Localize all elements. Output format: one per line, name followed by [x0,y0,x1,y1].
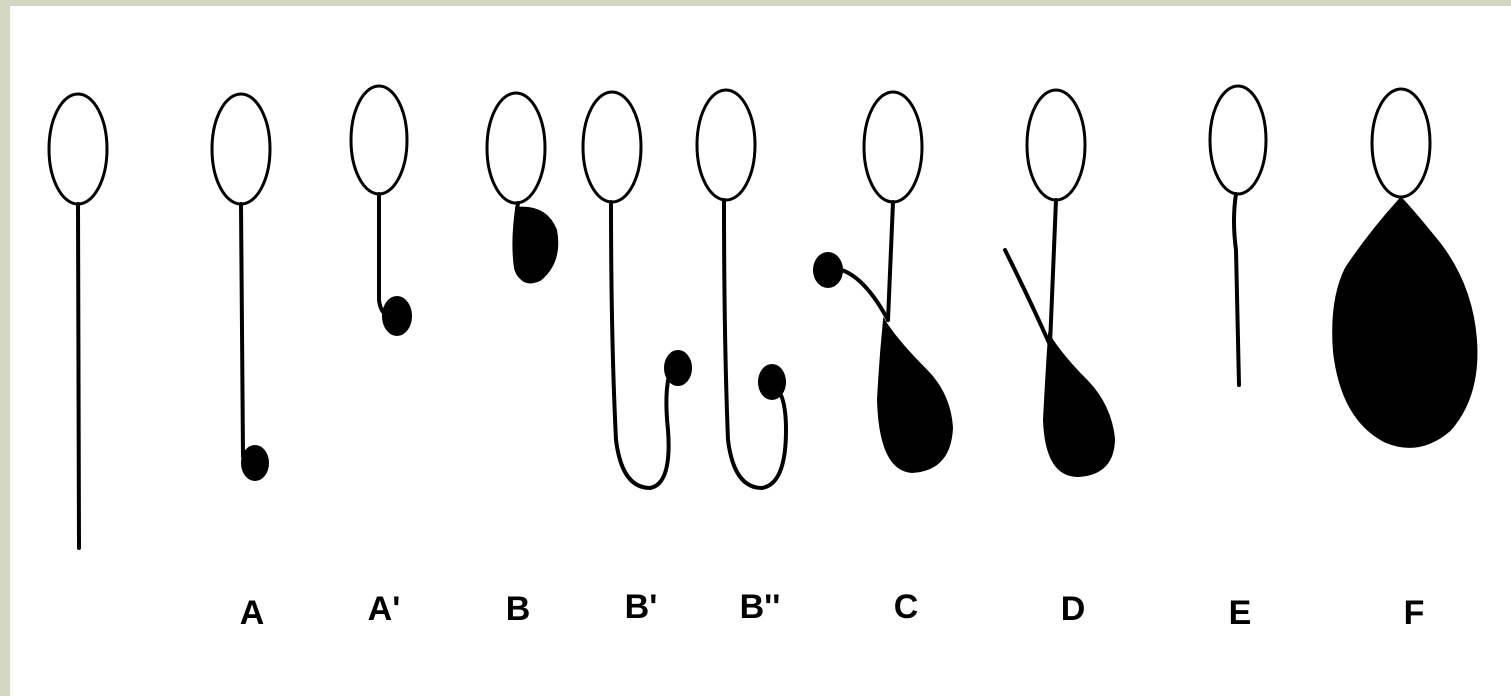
cytoplasmic-droplet [1044,335,1114,476]
cytoplasmic-droplet [878,320,952,472]
figure-normal [49,94,107,548]
label-d: D [1061,590,1086,628]
sperm-head [212,94,270,204]
cytoplasmic-droplet [242,446,268,480]
tail-end-droplet [814,253,842,287]
sperm-head [864,92,922,202]
sperm-head [49,94,107,204]
sperm-head [1027,90,1085,200]
figure-d [1005,90,1114,476]
sperm-tail [888,202,893,320]
label-e: E [1229,594,1252,632]
figure-b [487,93,557,282]
figure-e [1210,86,1266,385]
label-c: C [894,588,919,626]
sperm-head [1372,89,1430,197]
label-b-prime: B' [625,588,658,626]
sperm-tail [1234,194,1239,385]
sperm-tail [1050,200,1056,345]
sperm-tail [724,200,786,488]
sperm-head [1210,86,1266,194]
sperm-head [697,90,755,200]
cytoplasmic-droplet [665,351,691,385]
label-f: F [1404,594,1425,632]
label-b: B [506,590,531,628]
figure-c [814,92,952,472]
coiled-tail-droplet [516,208,557,283]
sperm-head [351,86,407,194]
large-cytoplasmic-mass [1333,198,1476,447]
label-b-double-prime: B'' [740,588,781,626]
sperm-head [487,93,545,203]
figure-f [1333,89,1476,447]
cytoplasmic-droplet [759,365,785,399]
figure-b-double-prime [697,90,786,488]
label-a: A [240,594,265,632]
sperm-tail [611,202,670,488]
sperm-tail [241,204,255,468]
label-a-prime: A' [368,590,401,628]
sperm-tail [78,204,79,548]
sperm-head [583,92,641,202]
sperm-tail-bent [1005,250,1050,345]
figure-a-prime [351,86,411,335]
figure-a [212,94,270,480]
cytoplasmic-droplet [383,297,411,335]
figure-b-prime [583,92,691,488]
